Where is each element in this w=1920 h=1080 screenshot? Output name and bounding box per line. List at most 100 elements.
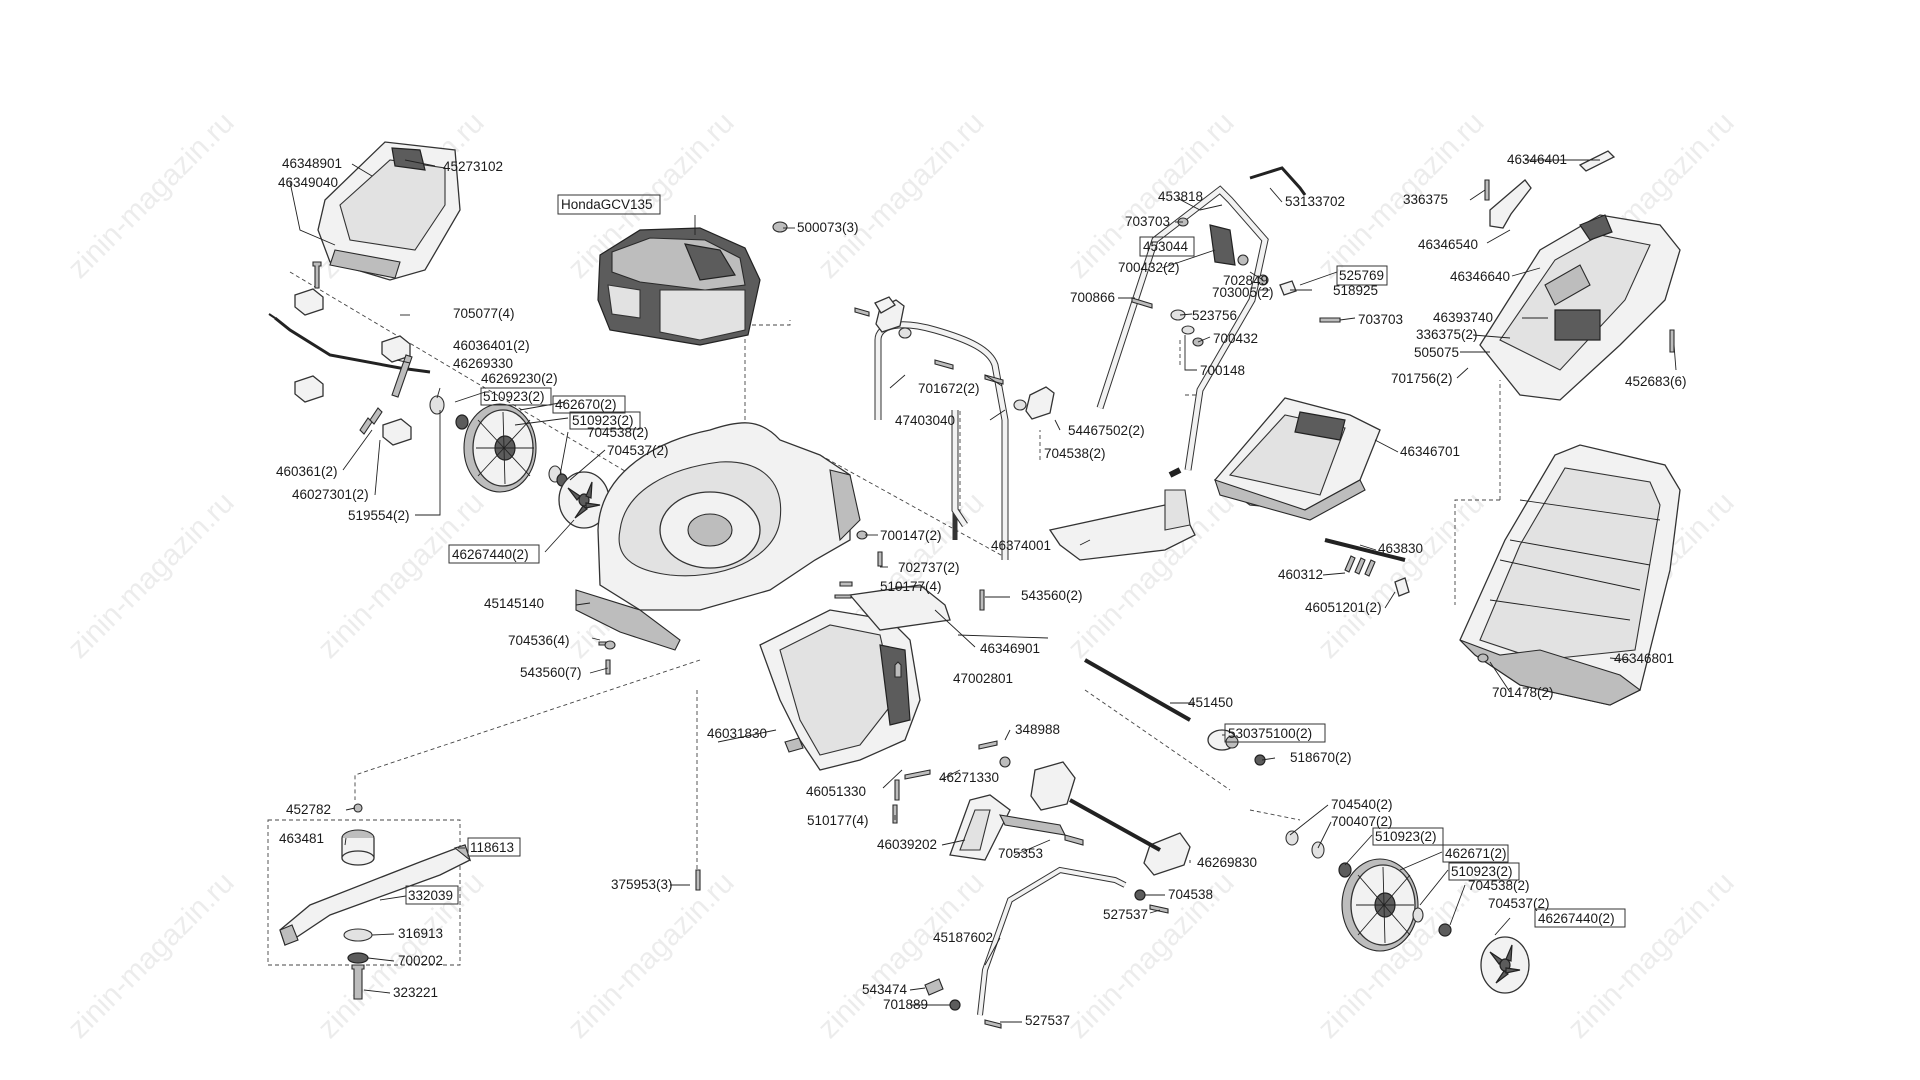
part-labels: 46348901 45273102 46349040 HondaGCV135 5…: [276, 152, 1687, 1028]
bracket-part: [1489, 179, 1532, 229]
part-label: 518670(2): [1290, 750, 1352, 765]
part-label: HondaGCV135: [561, 197, 653, 212]
part-label: 543560(2): [1021, 588, 1083, 603]
part-label: 453818: [1158, 189, 1203, 204]
clip-part: [1394, 577, 1410, 597]
axle-bracket-part: [1030, 761, 1076, 811]
part-label: 46031830: [707, 726, 767, 741]
label-box: [1442, 844, 1509, 863]
part-label: 703703: [1358, 312, 1403, 327]
nut-part: [1438, 923, 1452, 937]
part-label: 46374001: [991, 538, 1051, 553]
part-label: 704538(2): [587, 425, 649, 440]
part-label: 53133702: [1285, 194, 1345, 209]
label-box: [557, 194, 661, 215]
front-axle-part: [1069, 798, 1161, 852]
label-box: [405, 885, 459, 905]
label-box: [480, 387, 552, 406]
part-label: 45187602: [933, 930, 993, 945]
washer-part: [455, 414, 469, 430]
screw-part: [1477, 653, 1489, 663]
part-label: 463830: [1378, 541, 1423, 556]
axle-rod-part: [1084, 658, 1191, 722]
part-label: 54467502(2): [1068, 423, 1145, 438]
part-label: 46036401(2): [453, 338, 530, 353]
washer-part: [1237, 254, 1249, 266]
screw-part: [312, 261, 322, 289]
height-rod-part: [274, 316, 431, 374]
part-label: 510177(4): [880, 579, 942, 594]
grass-box-top-part: [1578, 150, 1616, 172]
part-label: 452683(6): [1625, 374, 1687, 389]
screw-part: [604, 640, 616, 650]
part-label: 701672(2): [918, 381, 980, 396]
nut-part: [772, 221, 788, 233]
nut-part: [949, 999, 961, 1011]
screw-part: [1669, 329, 1675, 353]
part-label: 701756(2): [1391, 371, 1453, 386]
lever-part: [391, 354, 413, 398]
bolt-part: [934, 359, 954, 370]
watermark: zinin-magazin.ru: [562, 866, 741, 1045]
axle-part: [904, 769, 931, 780]
part-label: 530375100(2): [1228, 726, 1312, 741]
part-label: 47403040: [895, 413, 955, 428]
part-label: 523756: [1192, 308, 1237, 323]
clip-part: [1279, 280, 1297, 296]
spring-part: [359, 407, 383, 435]
part-label: 518925: [1333, 283, 1378, 298]
screw-part: [984, 1019, 1002, 1029]
part-label: 510923(2): [1375, 829, 1437, 844]
bracket-part: [294, 288, 324, 316]
part-label: 45273102: [443, 159, 503, 174]
part-label: 702737(2): [898, 560, 960, 575]
label-box: [1224, 723, 1326, 743]
label-box: [1448, 862, 1520, 881]
washer-part: [898, 327, 912, 339]
washer-part: [429, 395, 445, 415]
key-part: [353, 803, 363, 813]
watermark: zinin-magazin.ru: [62, 486, 241, 665]
part-label: 704540(2): [1331, 797, 1393, 812]
grass-bag-part: [1459, 444, 1681, 706]
part-label: 332039: [408, 888, 453, 903]
part-label: 46346640: [1450, 269, 1510, 284]
part-label: 46267440(2): [452, 547, 529, 562]
rear-shield-part: [759, 609, 921, 771]
screw-part: [978, 740, 998, 750]
part-label: 702849: [1223, 273, 1268, 288]
screw-part: [892, 804, 898, 824]
clip-part: [924, 978, 944, 996]
screw-part: [1319, 317, 1341, 323]
axle-bracket-part: [1143, 832, 1191, 876]
part-label: 510923(2): [572, 413, 634, 428]
screw-part: [1149, 904, 1169, 914]
upper-handle-part: [1096, 166, 1307, 478]
screw-part: [695, 869, 701, 891]
deflector-part: [1048, 489, 1196, 561]
part-label: 700202: [398, 953, 443, 968]
part-label: 700147(2): [880, 528, 942, 543]
part-label: 323221: [393, 985, 438, 1000]
part-label: 453044: [1143, 239, 1189, 254]
part-label: 46269230(2): [481, 371, 558, 386]
screw-part: [979, 589, 985, 611]
washer-part: [1181, 325, 1195, 335]
bracket-part: [784, 737, 804, 753]
washer-part: [1338, 862, 1352, 878]
parts-layer: [268, 141, 1681, 1029]
screw-part: [854, 307, 870, 317]
screw-part: [839, 581, 853, 587]
watermark: zinin-magazin.ru: [62, 866, 241, 1045]
bolt-part: [984, 374, 1004, 385]
assembly-lines: [267, 271, 1501, 966]
engine-part: [597, 227, 761, 346]
part-label: 452782: [286, 802, 331, 817]
washer-part: [1013, 399, 1027, 411]
watermark: zinin-magazin.ru: [62, 106, 241, 285]
part-label: 462671(2): [1445, 846, 1507, 861]
screw-part: [894, 661, 902, 678]
lever-handle-part: [949, 794, 1066, 861]
part-label: 700432(2): [1118, 260, 1180, 275]
